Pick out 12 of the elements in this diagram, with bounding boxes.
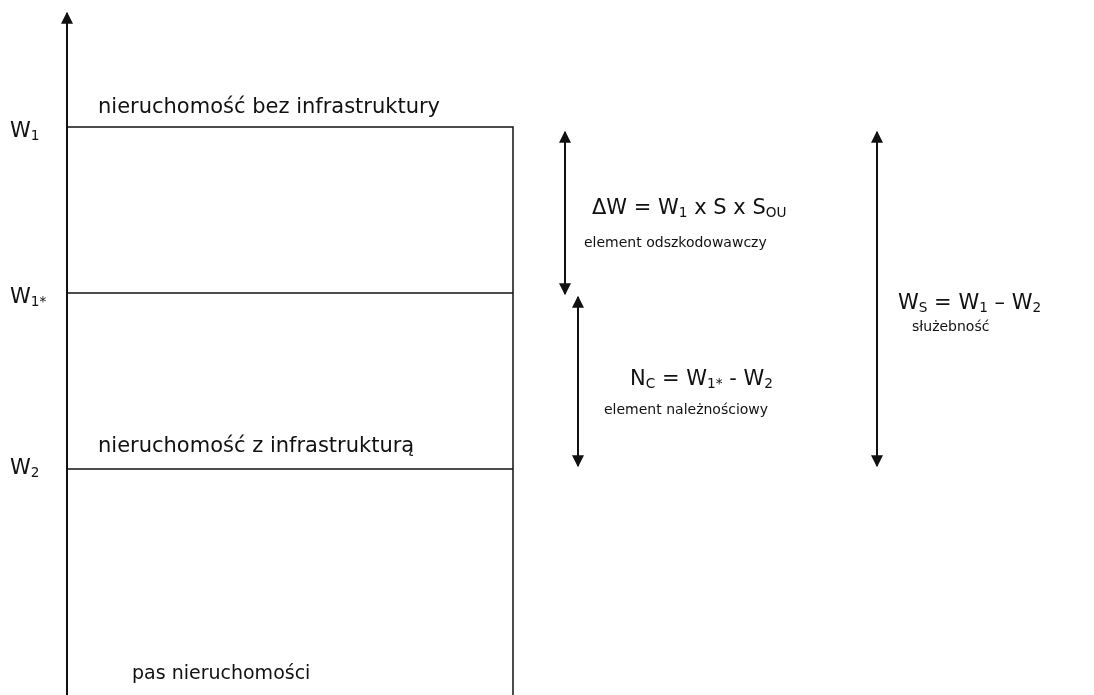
level-caption: nieruchomość z infrastrukturą bbox=[98, 433, 415, 458]
formula-caption: służebność bbox=[912, 318, 990, 335]
formula: ΔW = W$_{1}$ x S x S$_{OU}$ bbox=[592, 195, 787, 222]
level-symbol: W$_{1*}$ bbox=[10, 284, 47, 311]
formula: N$_{C}$ = W$_{1*}$ - W$_{2}$ bbox=[630, 366, 773, 393]
level-symbol: W$_{1}$ bbox=[10, 118, 40, 145]
level-caption: nieruchomość bez infrastruktury bbox=[98, 94, 441, 119]
formula: W$_{S}$ = W$_{1}$ – W$_{2}$ bbox=[898, 290, 1042, 317]
formula-caption: element należnościowy bbox=[604, 401, 769, 418]
level-symbol: W$_{2}$ bbox=[10, 455, 40, 482]
strip-caption: pas nieruchomości bbox=[132, 662, 311, 684]
formula-caption: element odszkodowawczy bbox=[584, 234, 767, 251]
